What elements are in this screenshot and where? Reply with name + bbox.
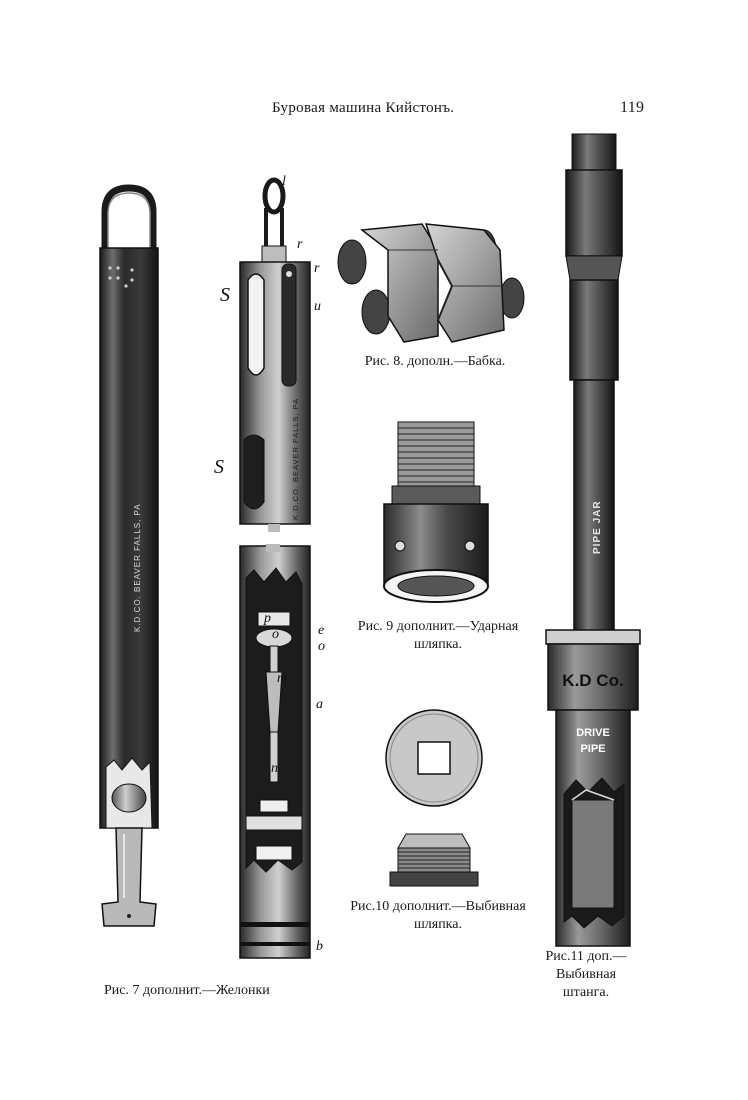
pipe-jar-stamp: PIPE JAR [592,500,603,554]
label-b: b [316,939,323,954]
running-title: Буровая машина Кийстонъ. [272,100,455,116]
label-S-lower: S [214,456,224,478]
figure-11-caption-line2: Выбивная [555,967,617,982]
label-o-inner: o [272,627,279,642]
label-u: u [314,299,321,314]
figure-10-caption-line2: шляпка. [413,917,462,932]
label-S-upper: S [220,284,230,306]
drive-cap-illustration [383,421,489,603]
label-n: n [271,761,278,776]
bailer-section-illustration: K.D.CO. BEAVER FALLS, PA [239,177,311,959]
figure-11-caption-line3: штанга. [562,985,610,1000]
drive-stamp-line2: PIPE [580,743,605,755]
bailer-stamp: K.D.CO. BEAVER FALLS, PA [133,503,142,632]
label-l: l [282,174,286,189]
label-r-lower: r [314,261,320,276]
figure-8-caption: Рис. 8. дополн.—Бабка. [364,354,506,369]
drive-stamp-line1: DRIVE [576,727,610,739]
figure-10-caption-line1: Рис.10 дополнит.—Выбивная [350,899,526,914]
figure-7-caption: Рис. 7 дополнит.—Желонки [104,983,270,998]
page-number: 119 [620,99,645,116]
clamp-illustration [337,223,525,343]
label-r-upper: r [297,237,303,252]
figure-11-caption-line1: Рис.11 доп.— [545,949,627,964]
label-e: e [318,623,325,638]
figure-9-caption-line2: шляпка. [413,637,462,652]
label-p: p [264,611,271,626]
label-o: o [318,639,325,654]
pipe-jar-illustration: PIPE JAR K.D Co. DRIVE PIPE [545,133,641,947]
label-m: m [277,671,288,686]
figure-9-caption-line1: Рис. 9 дополнит.—Ударная [357,619,519,634]
drive-head-illustration [385,709,483,887]
bailer-illustration: K.D.CO. BEAVER FALLS, PA [99,184,159,927]
label-a: a [316,697,323,712]
section-stamp: K.D.CO. BEAVER FALLS, PA [291,398,300,520]
collar-stamp: K.D Co. [562,671,623,690]
